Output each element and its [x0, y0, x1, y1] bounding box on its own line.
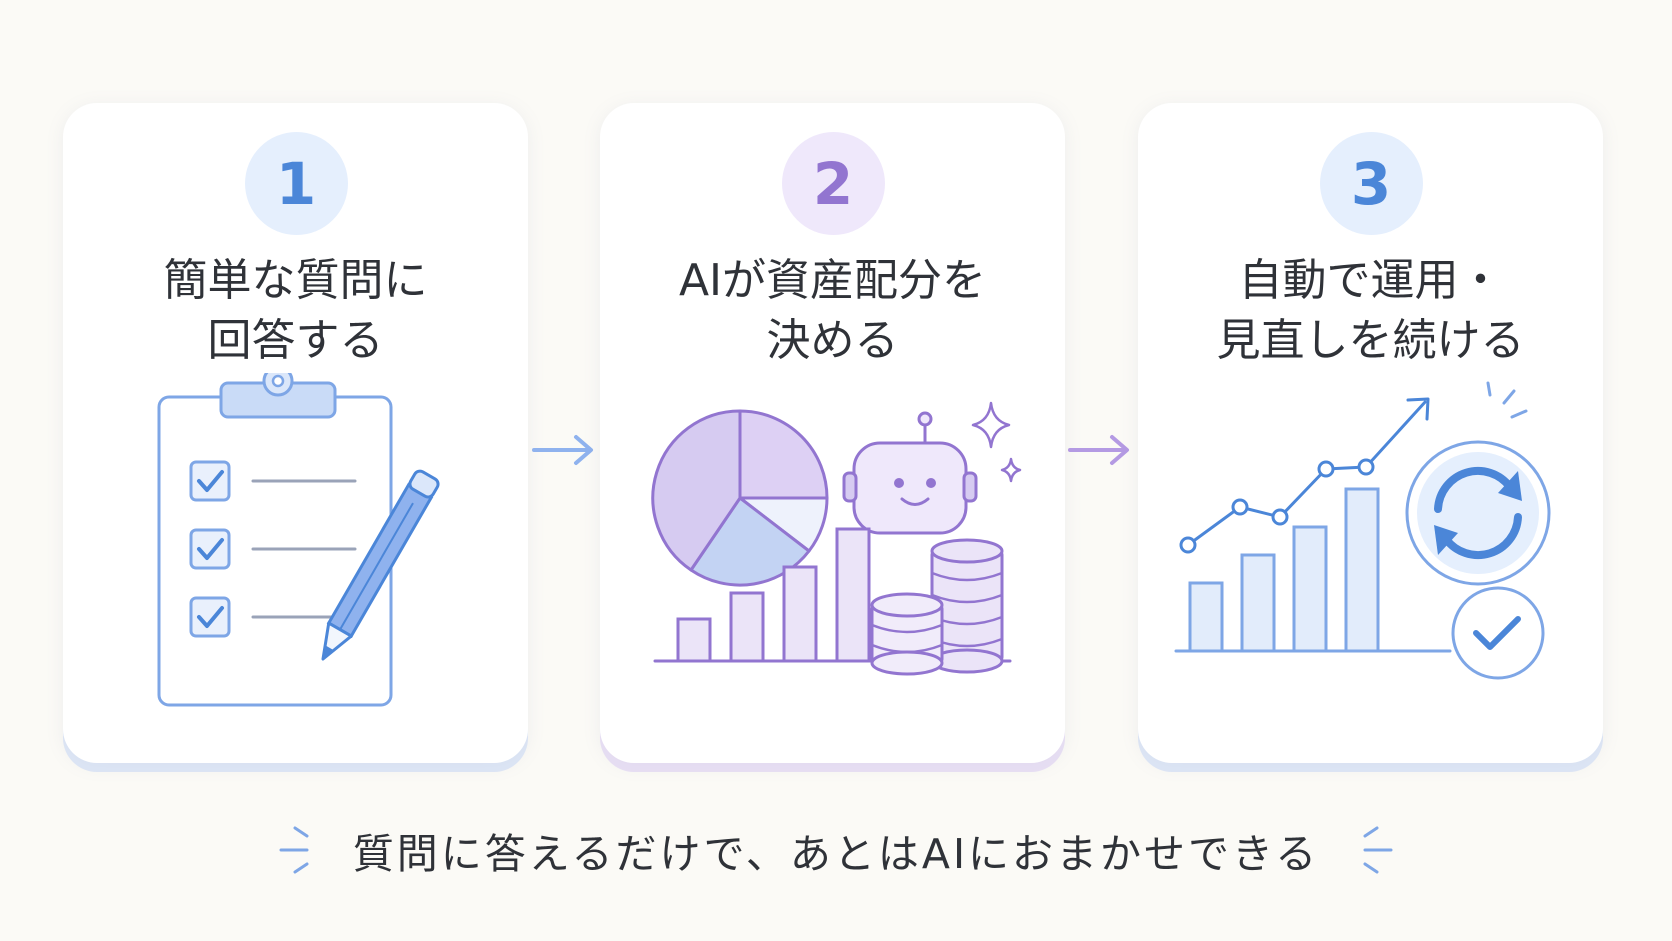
step-number-badge-2: 2	[781, 132, 885, 235]
step-number-badge-3: 3	[1319, 132, 1423, 235]
step-title-2-line-2: 決める	[766, 315, 899, 366]
step-title-2-line-1: AIが資産配分を	[678, 255, 987, 306]
step-title-1-line-2: 回答する	[207, 315, 384, 366]
step-number-2: 2	[812, 149, 854, 218]
step-number-badge-1: 1	[244, 132, 348, 235]
step-title-3-line-2: 見直しを続ける	[1216, 315, 1525, 366]
step-card-1: 1 簡単な質問に 回答する	[63, 103, 528, 763]
step-title-2: AIが資産配分を 決める	[620, 251, 1045, 371]
step-number-1: 1	[275, 149, 317, 218]
step-title-1-line-1: 簡単な質問に	[163, 255, 428, 306]
sparkle-lines-right-icon	[1363, 826, 1393, 874]
arrow-right-icon	[1068, 435, 1129, 465]
step-title-1: 簡単な質問に 回答する	[83, 251, 508, 371]
step-number-3: 3	[1350, 149, 1392, 218]
step-title-3: 自動で運用・ 見直しを続ける	[1158, 251, 1583, 371]
footer-text: 質問に答えるだけで、あとはAIにおまかせできる	[352, 830, 1320, 878]
clipboard-checklist-pencil-icon	[157, 373, 440, 707]
footer-caption: 質問に答えるだけで、あとはAIにおまかせできる	[0, 815, 1672, 885]
step-title-3-line-1: 自動で運用・	[1238, 255, 1503, 306]
growth-chart-refresh-check-icon	[1174, 381, 1551, 680]
arrow-right-icon	[532, 435, 593, 465]
pie-chart-robot-coins-icon	[651, 401, 1022, 676]
step-card-2: 2 AIが資産配分を 決める	[600, 103, 1065, 763]
step-card-3: 3 自動で運用・ 見直しを続ける	[1138, 103, 1603, 763]
sparkle-lines-left-icon	[279, 826, 309, 874]
